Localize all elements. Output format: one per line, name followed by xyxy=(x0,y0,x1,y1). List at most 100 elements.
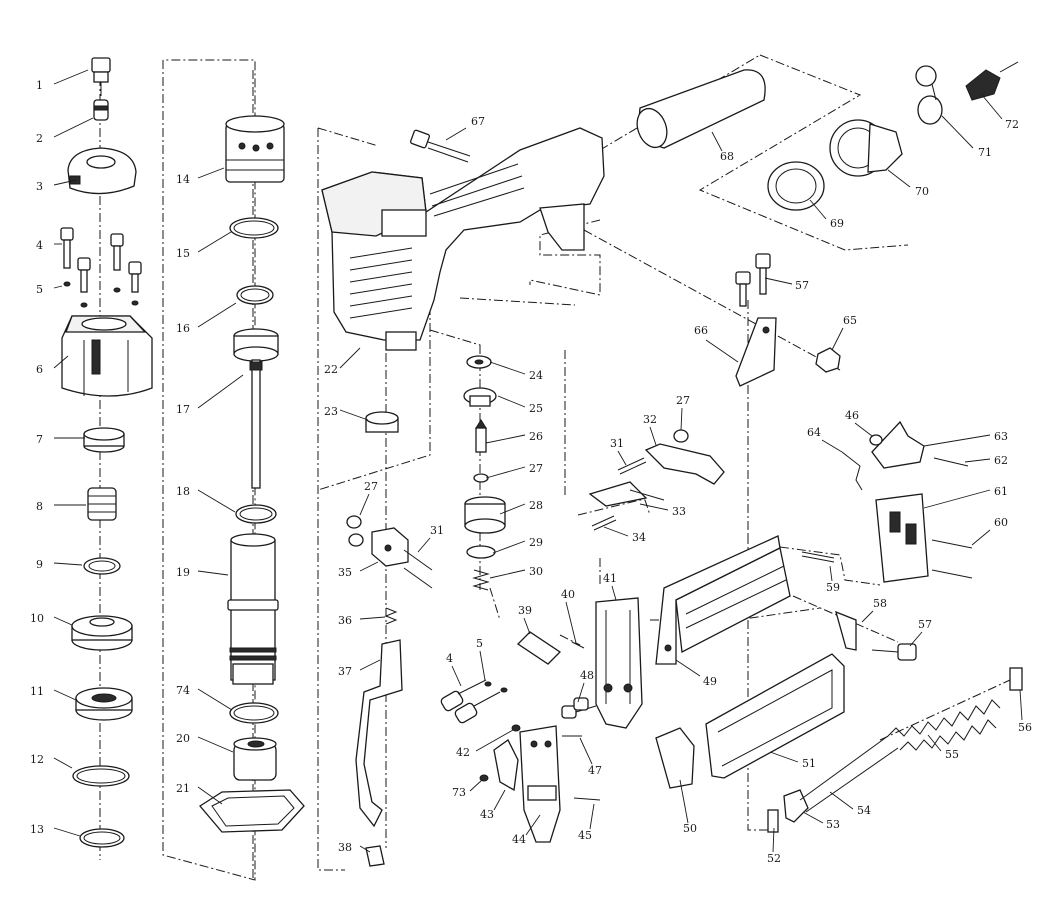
part-number-label: 51 xyxy=(802,757,816,770)
callout-c49: 49 xyxy=(675,659,717,688)
callout-c71: 71 xyxy=(941,115,992,159)
leader-line xyxy=(603,526,629,537)
part-27-washers-b xyxy=(346,515,364,547)
callout-c42: 42 xyxy=(456,729,514,759)
callout-c4: 4 xyxy=(36,239,62,252)
leader-line xyxy=(981,94,1003,120)
part-number-label: 20 xyxy=(176,732,190,745)
leader-line xyxy=(769,751,799,763)
leader-line xyxy=(417,537,431,553)
part-number-label: 30 xyxy=(529,565,543,578)
leader-line xyxy=(525,814,541,836)
part-36-spring xyxy=(384,607,398,625)
part-number-label: 46 xyxy=(845,409,859,422)
part-20-bumper xyxy=(233,737,277,781)
part-39-plate xyxy=(516,631,562,665)
leader-line xyxy=(479,650,486,681)
part-22-housing xyxy=(321,127,605,351)
leader-line xyxy=(909,631,923,647)
part-number-label: 24 xyxy=(529,369,543,382)
part-number-label: 64 xyxy=(807,426,821,439)
callout-c73: 73 xyxy=(452,779,483,799)
callout-c58: 58 xyxy=(861,597,887,623)
part-72-fitting xyxy=(965,61,1019,101)
leader-line xyxy=(772,827,775,853)
part-51-rail xyxy=(705,653,845,779)
callout-c28: 28 xyxy=(499,499,543,515)
callout-c46: 46 xyxy=(845,409,873,437)
part-number-label: 55 xyxy=(945,748,959,761)
part-number-label: 8 xyxy=(36,500,43,513)
part-68-grip xyxy=(636,69,766,149)
part-number-label: 42 xyxy=(456,746,470,759)
part-number-label: 49 xyxy=(703,675,717,688)
part-number-label: 57 xyxy=(918,618,932,631)
part-number-label: 57 xyxy=(795,279,809,292)
leader-line xyxy=(941,115,974,149)
leader-line xyxy=(639,503,669,511)
part-number-label: 6 xyxy=(36,363,43,376)
part-number-label: 27 xyxy=(364,480,378,493)
part-number-label: 1 xyxy=(36,79,43,92)
part-number-label: 31 xyxy=(430,524,444,537)
part-27-washer-c xyxy=(673,429,689,443)
leader-line xyxy=(197,231,232,253)
part-number-label: 63 xyxy=(994,430,1008,443)
part-number-label: 19 xyxy=(176,566,190,579)
leader-line xyxy=(339,347,361,369)
part-number-label: 4 xyxy=(446,652,453,665)
part-24-washer xyxy=(466,355,492,369)
part-number-label: 5 xyxy=(476,637,483,650)
part-number-label: 28 xyxy=(529,499,543,512)
callout-c63: 63 xyxy=(923,430,1008,447)
part-number-label: 54 xyxy=(857,804,871,817)
part-37-trigger xyxy=(355,639,403,828)
callout-c52: 52 xyxy=(767,827,781,865)
callout-c67: 67 xyxy=(445,115,485,141)
part-32-safety-lever xyxy=(644,443,725,485)
callout-c74: 74 xyxy=(176,684,233,711)
part-number-label: 36 xyxy=(338,614,352,627)
callout-c70: 70 xyxy=(887,169,929,198)
leader-line xyxy=(53,757,73,769)
callout-c37: 37 xyxy=(338,659,381,678)
leader-line xyxy=(499,503,526,515)
callout-c45: 45 xyxy=(578,803,595,842)
callout-c41: 41 xyxy=(603,572,617,601)
callout-c15: 15 xyxy=(176,231,232,260)
leader-line xyxy=(764,277,793,285)
part-31-pins-a xyxy=(403,549,433,589)
part-62-pin xyxy=(933,457,969,467)
leader-line xyxy=(579,737,593,765)
part-33-pin xyxy=(588,481,665,507)
leader-line xyxy=(451,665,462,687)
callout-c7: 7 xyxy=(36,433,85,446)
callout-c13: 13 xyxy=(30,823,81,837)
leader-line xyxy=(821,439,843,453)
callout-c24: 24 xyxy=(489,361,543,382)
part-74-o-ring xyxy=(229,702,279,724)
part-number-label: 66 xyxy=(694,324,708,337)
part-number-label: 39 xyxy=(518,604,532,617)
part-number-label: 2 xyxy=(36,132,43,145)
leader-line xyxy=(359,493,370,516)
part-number-label: 29 xyxy=(529,536,543,549)
callout-c50: 50 xyxy=(679,779,697,835)
callout-c48: 48 xyxy=(577,669,594,703)
leader-line xyxy=(705,339,739,363)
part-63-latch xyxy=(871,420,925,469)
part-64-spring xyxy=(841,451,863,491)
part-number-label: 31 xyxy=(610,437,624,450)
callout-c43: 43 xyxy=(480,789,506,821)
leader-line xyxy=(492,540,526,554)
part-29-o-ring xyxy=(466,545,496,559)
part-28-valve xyxy=(464,496,506,534)
callout-c16: 16 xyxy=(176,302,237,335)
callout-c60: 60 xyxy=(971,516,1008,546)
callout-c14: 14 xyxy=(176,167,225,186)
callout-c31a: 31 xyxy=(417,524,444,553)
callout-c59: 59 xyxy=(826,565,840,594)
leader-line xyxy=(197,302,237,328)
leader-line xyxy=(197,736,234,753)
leader-line xyxy=(53,285,63,289)
